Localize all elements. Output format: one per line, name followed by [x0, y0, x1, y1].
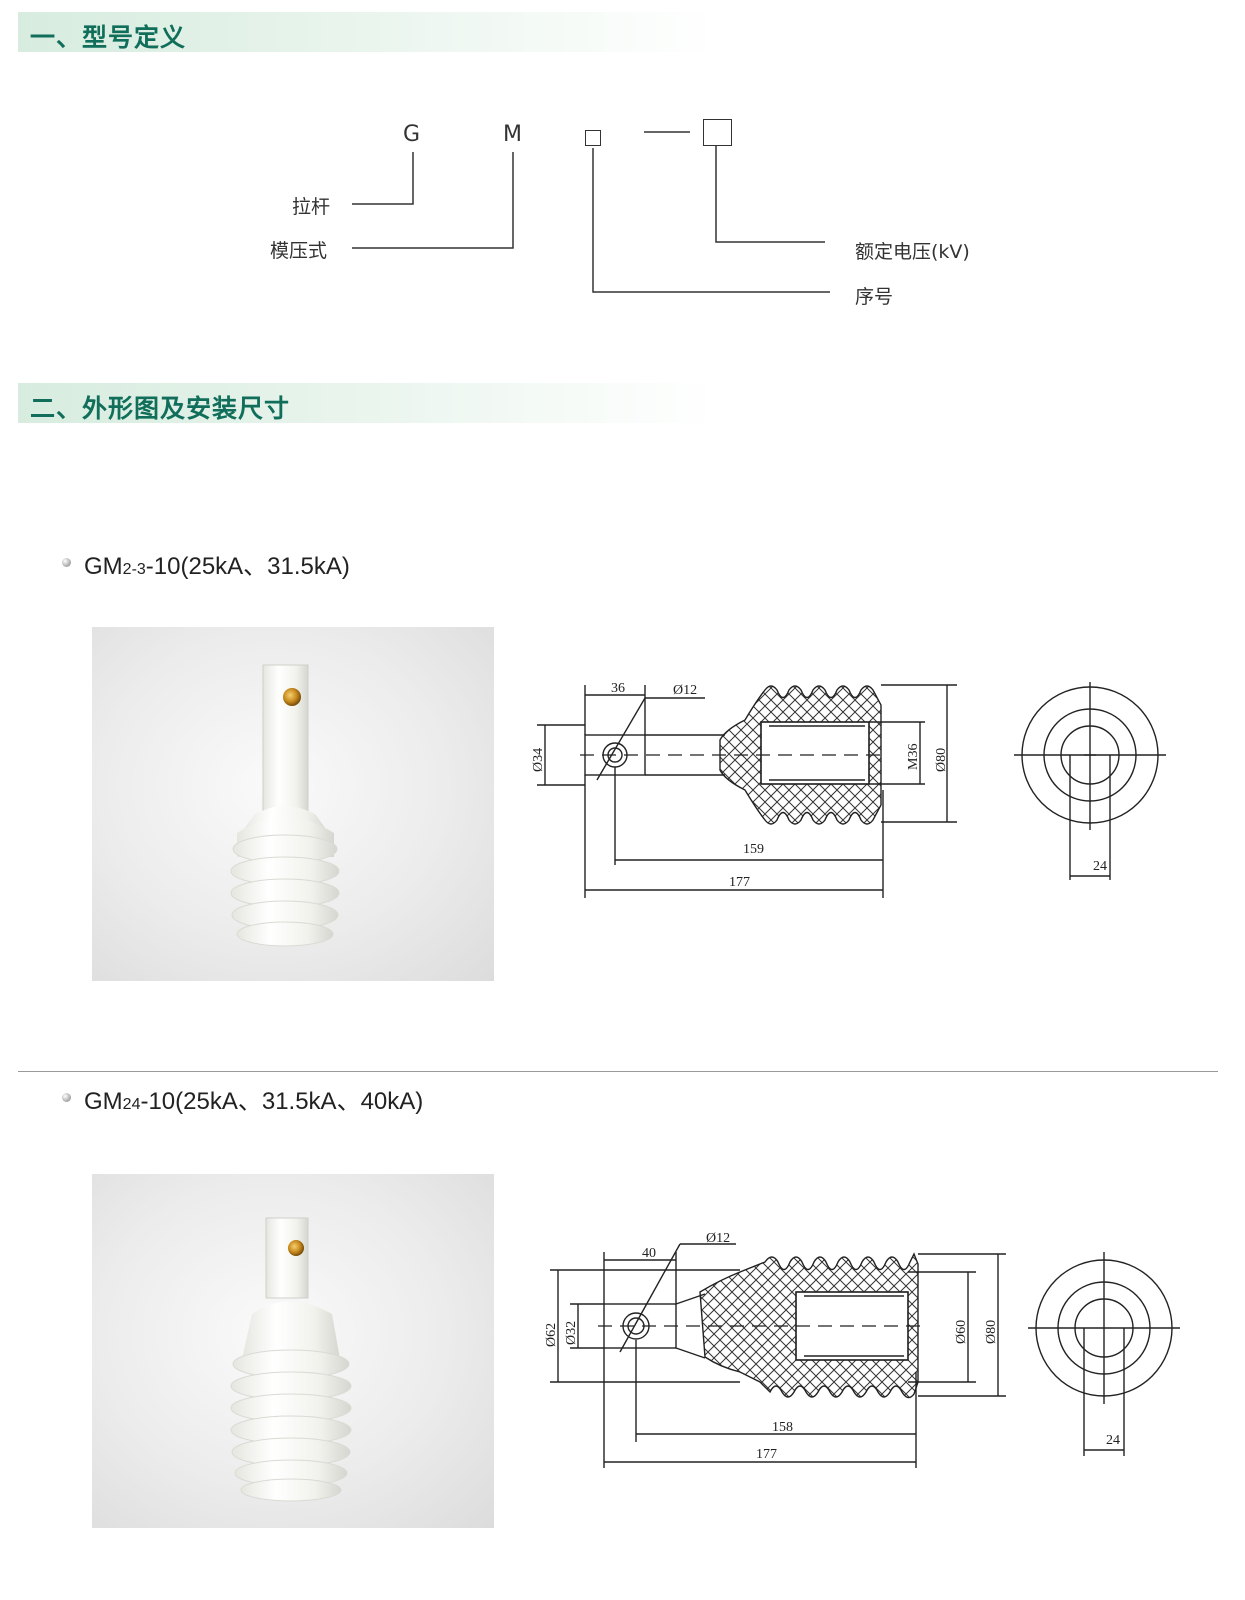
technical-drawing-end-view-1: 24 [1014, 682, 1166, 880]
technical-drawing-side-view-1: 36 Ø12 Ø34 M36 Ø80 159 177 [531, 681, 957, 898]
technical-drawing-side-view-2: 40 Ø12 Ø62 Ø32 Ø60 Ø80 158 177 [544, 1232, 1006, 1468]
dim-d80: Ø80 [984, 1320, 999, 1344]
label-serial-number: 序号 [855, 286, 894, 308]
bullet-icon [62, 1093, 71, 1102]
bullet-icon [62, 558, 71, 567]
product-photo-2 [92, 1174, 494, 1528]
dim-36: 36 [611, 681, 625, 696]
dim-24: 24 [1093, 859, 1107, 874]
code-letter-g: G [403, 122, 421, 147]
section-header-model-definition: 一、型号定义 [18, 12, 718, 52]
section-title: 一、型号定义 [30, 23, 187, 52]
dim-m36: M36 [906, 744, 921, 770]
dim-40: 40 [642, 1246, 656, 1261]
product-title-1: GM2-3-10(25kA、31.5kA) [84, 546, 350, 581]
section-header-outline-dimensions: 二、外形图及安装尺寸 [18, 383, 718, 423]
voltage-placeholder-box [703, 119, 732, 146]
dim-177: 177 [756, 1447, 777, 1462]
section-divider [18, 1071, 1218, 1072]
dim-d80: Ø80 [934, 748, 949, 772]
dim-d34: Ø34 [531, 748, 546, 772]
serial-placeholder-box [585, 130, 601, 146]
dim-177: 177 [729, 875, 750, 890]
code-letter-m: M [503, 122, 522, 147]
product-title-2: GM24-10(25kA、31.5kA、40kA) [84, 1081, 423, 1116]
dim-d32: Ø32 [564, 1321, 579, 1345]
dim-159: 159 [743, 842, 764, 857]
dim-d12: Ø12 [673, 683, 697, 698]
dim-d12: Ø12 [706, 1232, 730, 1246]
label-molded: 模压式 [270, 240, 328, 262]
product-photo-1 [92, 627, 494, 981]
product-name-prefix: GM [84, 1088, 123, 1115]
product-name-suffix: -10(25kA、31.5kA) [145, 553, 350, 580]
product-name-sub: 2-3 [122, 561, 146, 578]
section-title: 二、外形图及安装尺寸 [30, 394, 291, 423]
technical-drawing-end-view-2: 24 [1028, 1252, 1180, 1456]
model-code-leader-lines [352, 131, 830, 293]
insulator-rod-image [230, 1217, 352, 1502]
dim-d60: Ø60 [954, 1320, 969, 1344]
dim-158: 158 [772, 1420, 793, 1435]
insulator-rod-image [230, 664, 340, 947]
label-rod: 拉杆 [292, 196, 331, 218]
dim-d62: Ø62 [544, 1323, 559, 1347]
product-name-sub: 24 [122, 1096, 141, 1113]
product-name-prefix: GM [84, 553, 123, 580]
label-rated-voltage: 额定电压(kV) [855, 241, 970, 263]
dim-24: 24 [1106, 1433, 1120, 1448]
product-name-suffix: -10(25kA、31.5kA、40kA) [140, 1088, 424, 1115]
